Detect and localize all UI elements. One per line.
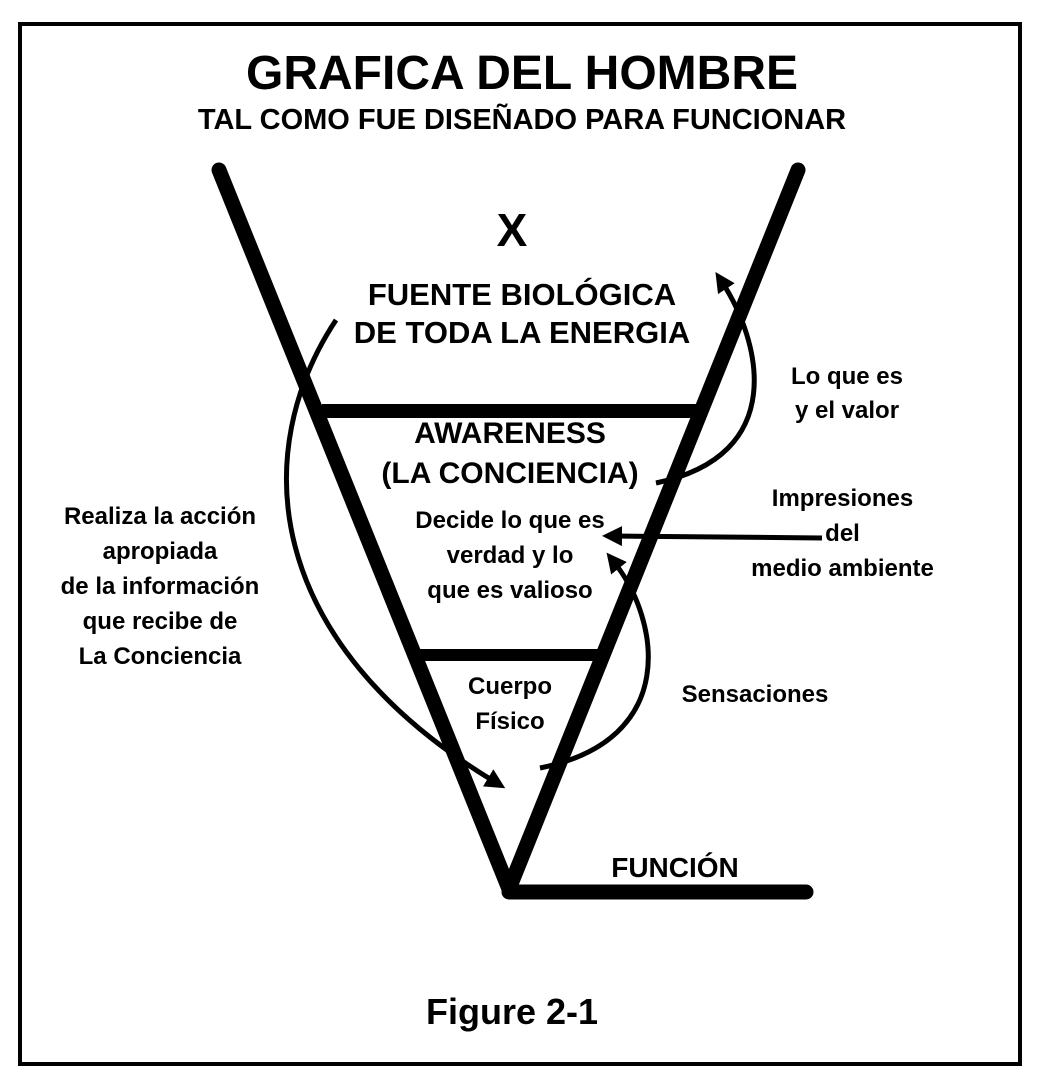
decide-line-1: Decide lo que es xyxy=(415,507,605,534)
value-label: Lo que es y el valor xyxy=(752,365,942,433)
value-arrow xyxy=(655,271,757,486)
diagram-title: GRAFICA DEL HOMBRE xyxy=(246,47,798,100)
impressions-line-1: Impresiones xyxy=(771,485,914,512)
awareness-label: AWARENESS (LA CONCIENCIA) xyxy=(330,419,690,499)
action-line-1: Realiza la acción xyxy=(63,503,257,530)
diagram-subtitle: TAL COMO FUE DISEÑADO PARA FUNCIONAR xyxy=(197,104,847,136)
impressions-label: Impresiones del medio ambiente xyxy=(700,487,985,592)
figure-frame xyxy=(18,22,1022,1066)
impressions-line-3: medio ambiente xyxy=(751,555,934,582)
funnel-left-line xyxy=(211,162,517,897)
decide-line-3: que es valioso xyxy=(427,577,593,604)
awareness-line-2: (LA CONCIENCIA) xyxy=(381,457,639,490)
decide-label: Decide lo que es verdad y lo que es vali… xyxy=(370,509,650,614)
action-label: Realiza la acción apropiada de la inform… xyxy=(20,505,300,680)
figure-caption: Figure 2-1 xyxy=(425,991,599,1032)
x-mark: X xyxy=(496,204,528,256)
function-label: FUNCIÓN xyxy=(611,852,739,883)
value-line-2: y el valor xyxy=(794,397,900,424)
decide-line-2: verdad y lo xyxy=(446,542,574,569)
sensations-arrow xyxy=(539,552,651,771)
energy-source-line-2: DE TODA LA ENERGIA xyxy=(353,315,691,350)
physical-body-label: Cuerpo Físico xyxy=(430,675,590,745)
energy-source-line-1: FUENTE BIOLÓGICA xyxy=(367,277,677,312)
action-line-2: apropiada xyxy=(102,538,218,565)
action-line-3: de la información xyxy=(60,573,260,600)
action-line-4: que recibe de xyxy=(82,608,238,635)
energy-source-label: FUENTE BIOLÓGICA DE TODA LA ENERGIA xyxy=(322,279,722,355)
action-line-5: La Conciencia xyxy=(78,643,242,670)
value-line-1: Lo que es xyxy=(790,363,904,390)
sensations-label: Sensaciones xyxy=(681,681,829,708)
action-arrow xyxy=(283,318,506,789)
impressions-arrow xyxy=(602,526,823,547)
awareness-line-1: AWARENESS xyxy=(414,417,606,450)
physical-body-line-2: Físico xyxy=(475,708,545,735)
funnel-right-line xyxy=(501,162,806,897)
impressions-line-2: del xyxy=(825,520,860,547)
physical-body-line-1: Cuerpo xyxy=(468,673,552,700)
